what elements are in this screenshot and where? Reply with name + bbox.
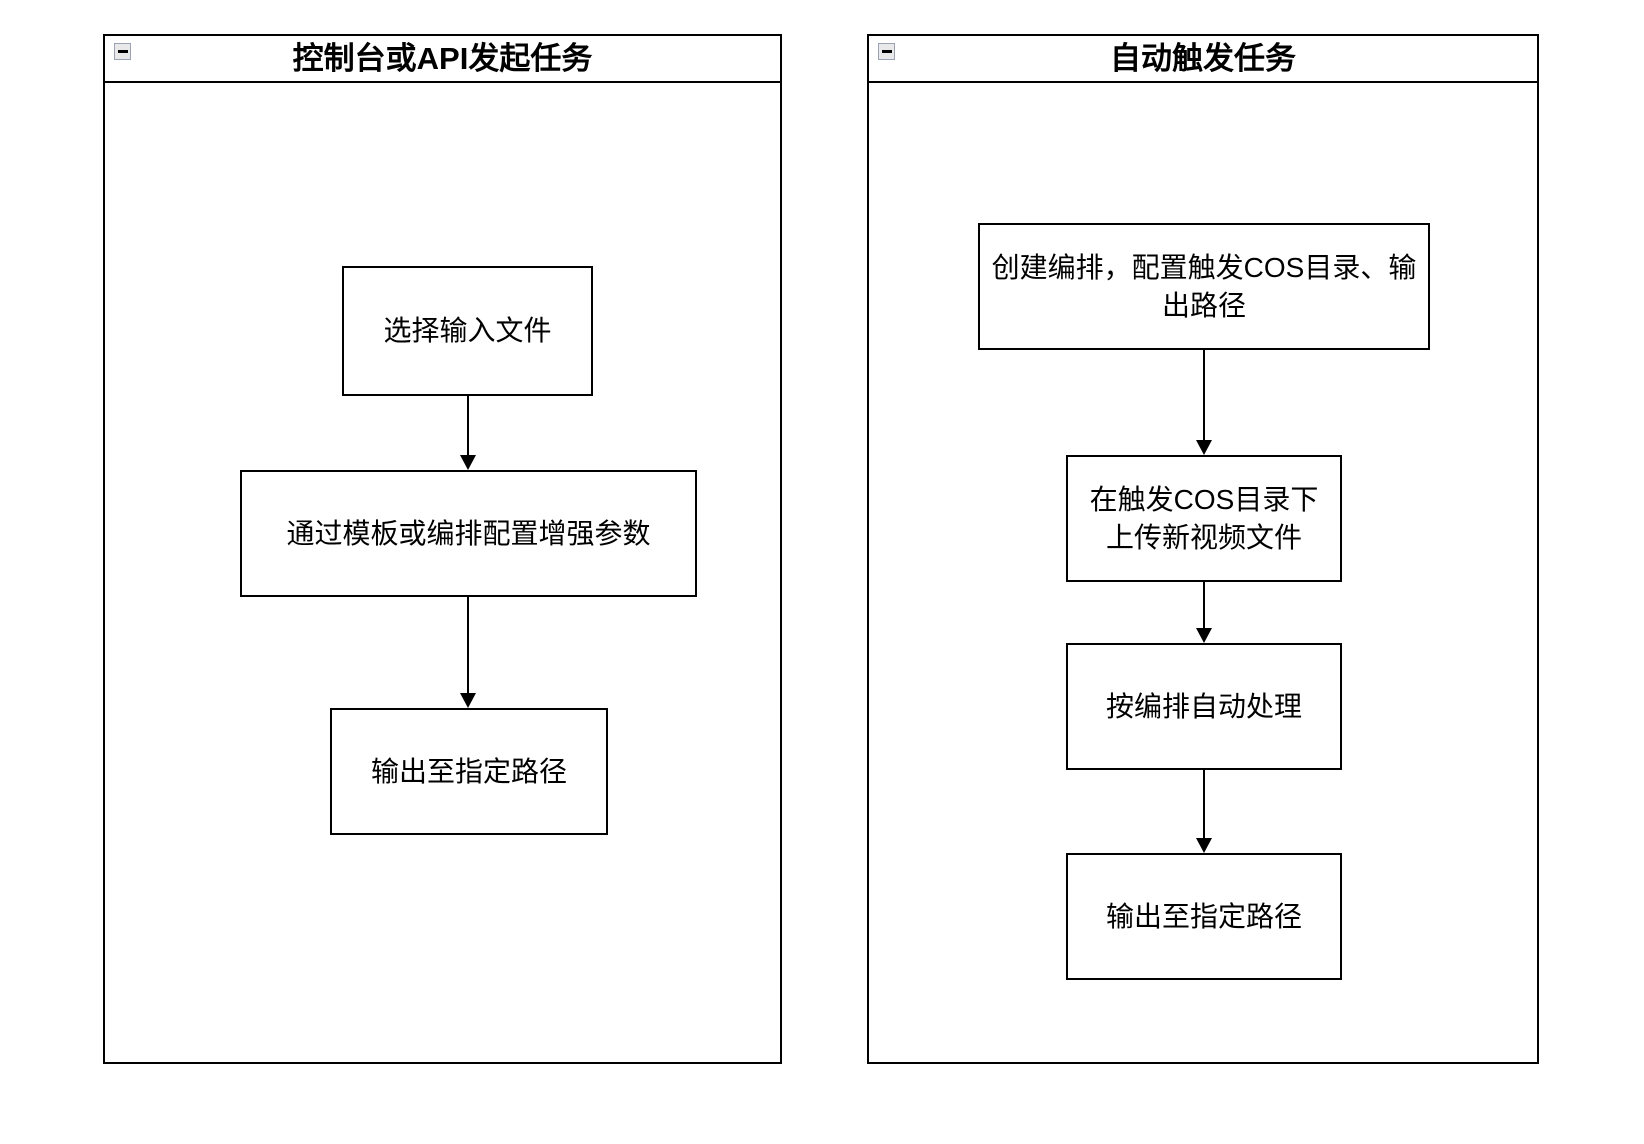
- node-configure-enhance-params[interactable]: 通过模板或编排配置增强参数: [240, 470, 697, 597]
- group-console-api-task[interactable]: 控制台或API发起任务 选择输入文件 通过模板或编排配置增强参数 输出至指定路径: [103, 34, 782, 1064]
- minus-icon: [881, 50, 892, 53]
- collapse-icon[interactable]: [114, 43, 131, 60]
- node-output-to-path[interactable]: 输出至指定路径: [1066, 853, 1342, 980]
- panel-header: 控制台或API发起任务: [105, 36, 780, 83]
- node-label: 选择输入文件: [383, 315, 552, 347]
- node-create-orchestration[interactable]: 创建编排，配置触发COS目录、输出路径: [978, 223, 1430, 350]
- node-label: 输出至指定路径: [370, 755, 567, 787]
- node-label: 输出至指定路径: [1105, 900, 1302, 932]
- panel-header: 自动触发任务: [869, 36, 1537, 83]
- node-label: 创建编排，配置触发COS目录、输出路径: [991, 251, 1417, 321]
- node-select-input-file[interactable]: 选择输入文件: [342, 266, 593, 396]
- arrow-down-icon: [458, 597, 478, 708]
- panel-title: 控制台或API发起任务: [292, 41, 593, 76]
- node-label: 按编排自动处理: [1105, 690, 1302, 722]
- arrow-down-icon: [1194, 770, 1214, 853]
- node-label: 在触发COS目录下上传新视频文件: [1089, 483, 1319, 553]
- node-upload-new-video[interactable]: 在触发COS目录下上传新视频文件: [1066, 455, 1342, 582]
- group-auto-trigger-task[interactable]: 自动触发任务 创建编排，配置触发COS目录、输出路径 在触发COS目录下上传新视…: [867, 34, 1539, 1064]
- arrow-down-icon: [458, 396, 478, 470]
- arrow-down-icon: [1194, 350, 1214, 455]
- node-auto-process[interactable]: 按编排自动处理: [1066, 643, 1342, 770]
- node-output-to-path[interactable]: 输出至指定路径: [330, 708, 608, 835]
- arrow-down-icon: [1194, 582, 1214, 643]
- minus-icon: [117, 50, 128, 53]
- node-label: 通过模板或编排配置增强参数: [286, 517, 651, 549]
- collapse-icon[interactable]: [878, 43, 895, 60]
- panel-title: 自动触发任务: [1110, 41, 1296, 76]
